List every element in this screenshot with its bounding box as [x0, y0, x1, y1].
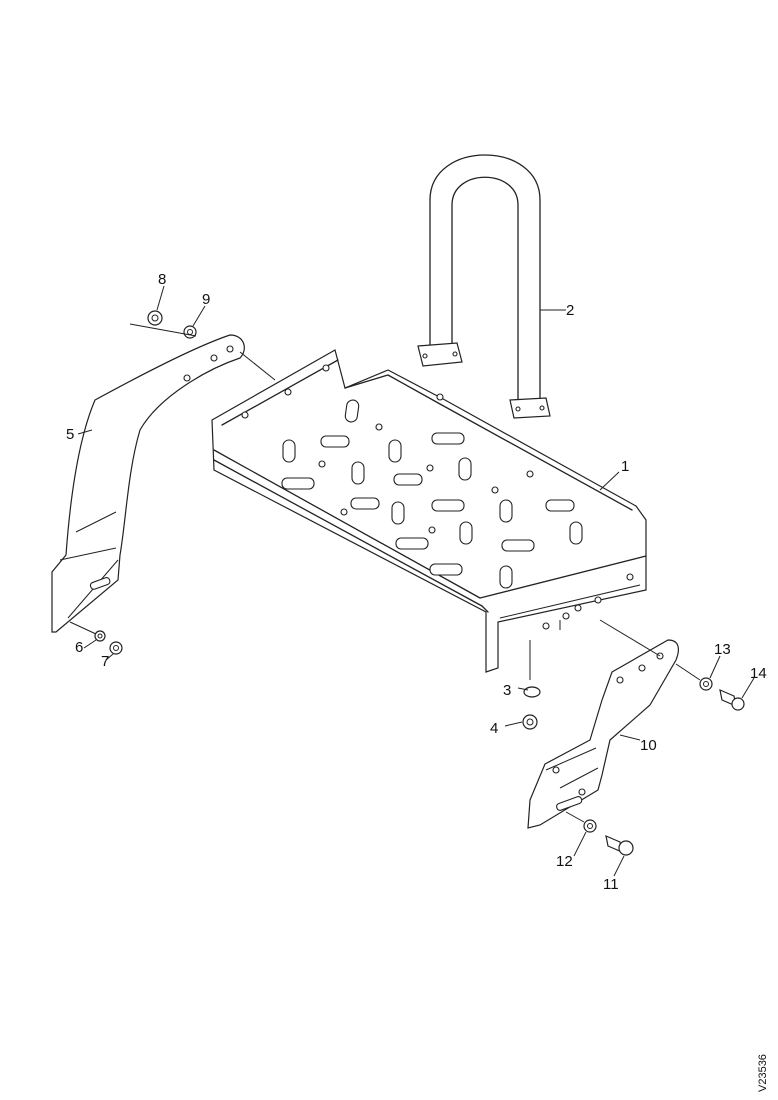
washer-part-3 [523, 686, 541, 698]
left-bracket-part-5 [51, 334, 245, 633]
callout-11: 11 [603, 876, 619, 893]
nut-part-7 [109, 641, 123, 655]
bolt-part-14 [719, 688, 745, 711]
callout-10: 10 [640, 737, 657, 754]
washer-part-12 [583, 819, 597, 833]
handle-bar-part-2 [417, 154, 551, 419]
washer-part-13 [699, 677, 713, 691]
assembly-lines [69, 323, 701, 823]
callout-7: 7 [101, 653, 109, 670]
right-bracket-part-10 [527, 639, 679, 829]
leader-lines [77, 285, 755, 877]
bolt-part-11 [605, 834, 634, 856]
callout-2: 2 [566, 302, 574, 319]
callout-4: 4 [490, 720, 498, 737]
drawing-code: V23536 [757, 1054, 769, 1092]
washer-part-6 [94, 630, 106, 642]
bolt-part-8 [147, 310, 163, 326]
carrier-plate-part-1 [211, 349, 647, 673]
callout-3: 3 [503, 682, 511, 699]
nut-part-4 [522, 714, 538, 730]
callout-6: 6 [75, 639, 83, 656]
callout-8: 8 [158, 271, 166, 288]
callout-14: 14 [750, 665, 767, 682]
callout-1: 1 [621, 458, 629, 475]
callout-5: 5 [66, 426, 74, 443]
callout-9: 9 [202, 291, 210, 308]
washer-part-9 [183, 325, 197, 339]
callout-12: 12 [556, 853, 573, 870]
callout-13: 13 [714, 641, 731, 658]
